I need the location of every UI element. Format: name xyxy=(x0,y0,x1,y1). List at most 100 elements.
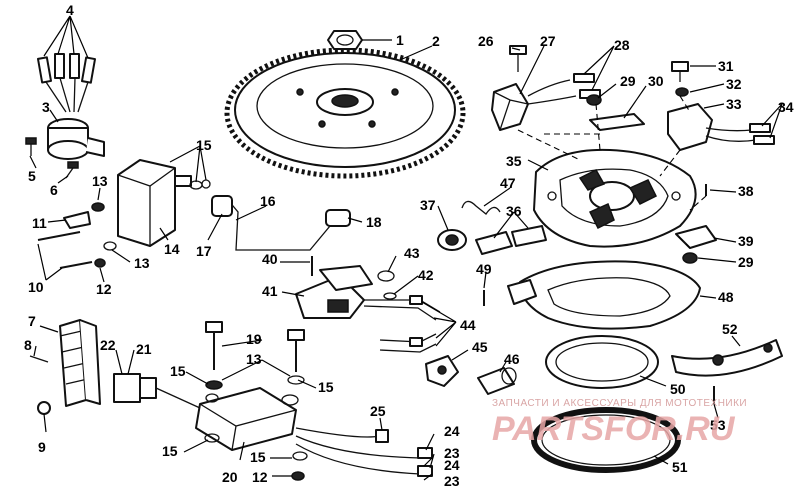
callout-18: 18 xyxy=(366,214,382,230)
callout-48: 48 xyxy=(718,289,734,305)
plate-30-screw-29 xyxy=(586,94,645,131)
callout-43: 43 xyxy=(404,245,420,261)
callout-15-pack-right: 15 xyxy=(318,379,334,395)
callout-50: 50 xyxy=(670,381,686,397)
callout-24-lower: 24 xyxy=(444,457,460,473)
callout-8: 8 xyxy=(24,337,32,353)
callout-28: 28 xyxy=(614,37,630,53)
support-plate xyxy=(483,260,701,330)
charge-coil-27 xyxy=(491,73,601,131)
screws-5-6 xyxy=(25,137,79,179)
callout-52: 52 xyxy=(722,321,738,337)
spark-plug-terminals xyxy=(36,53,97,113)
bushings-36-37 xyxy=(437,225,547,255)
callout-33: 33 xyxy=(726,96,742,112)
callout-53: 53 xyxy=(710,417,726,433)
callout-42: 42 xyxy=(418,267,434,283)
callout-15-coil: 15 xyxy=(196,137,212,153)
flywheel xyxy=(224,47,466,179)
callout-3: 3 xyxy=(42,99,50,115)
callout-22: 22 xyxy=(100,337,116,353)
callout-21: 21 xyxy=(136,341,152,357)
callout-14: 14 xyxy=(164,241,180,257)
callout-13-pack: 13 xyxy=(246,351,262,367)
armature-plate xyxy=(533,148,697,248)
callout-15-pack-left: 15 xyxy=(170,363,186,379)
callout-10: 10 xyxy=(28,279,44,295)
callout-49: 49 xyxy=(476,261,492,277)
callout-38: 38 xyxy=(738,183,754,199)
terminal-block xyxy=(29,319,101,415)
callout-34: 34 xyxy=(778,99,794,115)
power-pack-harness xyxy=(295,427,433,477)
callout-27: 27 xyxy=(540,33,556,49)
sleeve-46 xyxy=(477,367,517,395)
callout-47: 47 xyxy=(500,175,516,191)
retainer-52-screw-53 xyxy=(671,339,783,404)
watermark-tagline: ЗАПЧАСТИ И АКСЕССУАРЫ ДЛЯ МОТОТЕХНИКИ xyxy=(492,398,747,409)
callout-13-washer: 13 xyxy=(134,255,150,271)
connector-21-22 xyxy=(113,373,201,409)
callout-6: 6 xyxy=(50,182,58,198)
callout-1: 1 xyxy=(396,32,404,48)
ignition-coil-3 xyxy=(47,118,105,160)
callout-23-lower: 23 xyxy=(444,473,460,489)
callout-20: 20 xyxy=(222,469,238,485)
retaining-ring-50 xyxy=(545,335,659,389)
power-pack xyxy=(195,387,299,451)
callout-35: 35 xyxy=(506,153,522,169)
callout-9: 9 xyxy=(38,439,46,455)
washers-13-15-clamp-11 xyxy=(63,179,211,251)
callout-51: 51 xyxy=(672,459,688,475)
callout-11: 11 xyxy=(32,215,47,231)
callout-29-top: 29 xyxy=(620,73,636,89)
callout-44: 44 xyxy=(460,317,476,333)
callout-23-upper: 23 xyxy=(444,445,460,461)
high-tension-lead xyxy=(211,195,351,251)
callout-31: 31 xyxy=(718,58,734,74)
callout-12-upper: 12 xyxy=(96,281,112,297)
callout-36: 36 xyxy=(506,203,522,219)
callout-32: 32 xyxy=(726,76,742,92)
watermark: ЗАПЧАСТИ И АКСЕССУАРЫ ДЛЯ МОТОТЕХНИКИ PA… xyxy=(492,398,747,448)
callout-15-harness: 15 xyxy=(250,449,266,465)
watermark-site: PARTSFOR.RU xyxy=(492,410,736,448)
flywheel-nut xyxy=(327,30,363,50)
retaining-ring-51 xyxy=(531,407,681,473)
callout-19: 19 xyxy=(246,331,262,347)
retainer-clip-47 xyxy=(461,200,501,215)
callout-7: 7 xyxy=(28,313,36,329)
timer-base-45 xyxy=(425,355,459,387)
ignition-coil-14 xyxy=(117,159,203,247)
callout-25: 25 xyxy=(370,403,386,419)
charge-coil-33 xyxy=(667,103,775,151)
callout-29-right: 29 xyxy=(738,254,754,270)
callout-5: 5 xyxy=(28,168,36,184)
callout-41: 41 xyxy=(262,283,278,299)
callout-37: 37 xyxy=(420,197,436,213)
callout-24-upper: 24 xyxy=(444,423,460,439)
leader-lines xyxy=(29,15,783,481)
callout-39: 39 xyxy=(738,233,754,249)
bolts-19-washers-13-15 xyxy=(204,321,308,481)
callout-4: 4 xyxy=(66,2,74,18)
callout-15-pack-bottom: 15 xyxy=(162,443,178,459)
screw-31-washer-32 xyxy=(671,61,689,97)
bolts-10-12 xyxy=(37,231,106,269)
callout-labels: 1 2 3 4 5 6 7 8 9 10 11 12 12 13 13 13 1… xyxy=(24,2,794,489)
callout-16: 16 xyxy=(260,193,276,209)
callout-12-lower: 12 xyxy=(252,469,268,485)
callout-45: 45 xyxy=(472,339,488,355)
callout-26: 26 xyxy=(478,33,494,49)
callout-30: 30 xyxy=(648,73,664,89)
callout-40: 40 xyxy=(262,251,278,267)
callout-13-coil: 13 xyxy=(92,173,108,189)
callout-17: 17 xyxy=(196,243,212,259)
callout-46: 46 xyxy=(504,351,520,367)
sensor-assembly-41 xyxy=(295,256,397,319)
wire-leads-44 xyxy=(363,295,441,353)
assembly-guide-lines xyxy=(517,95,707,249)
bracket-39-screw-38-29 xyxy=(675,184,717,264)
